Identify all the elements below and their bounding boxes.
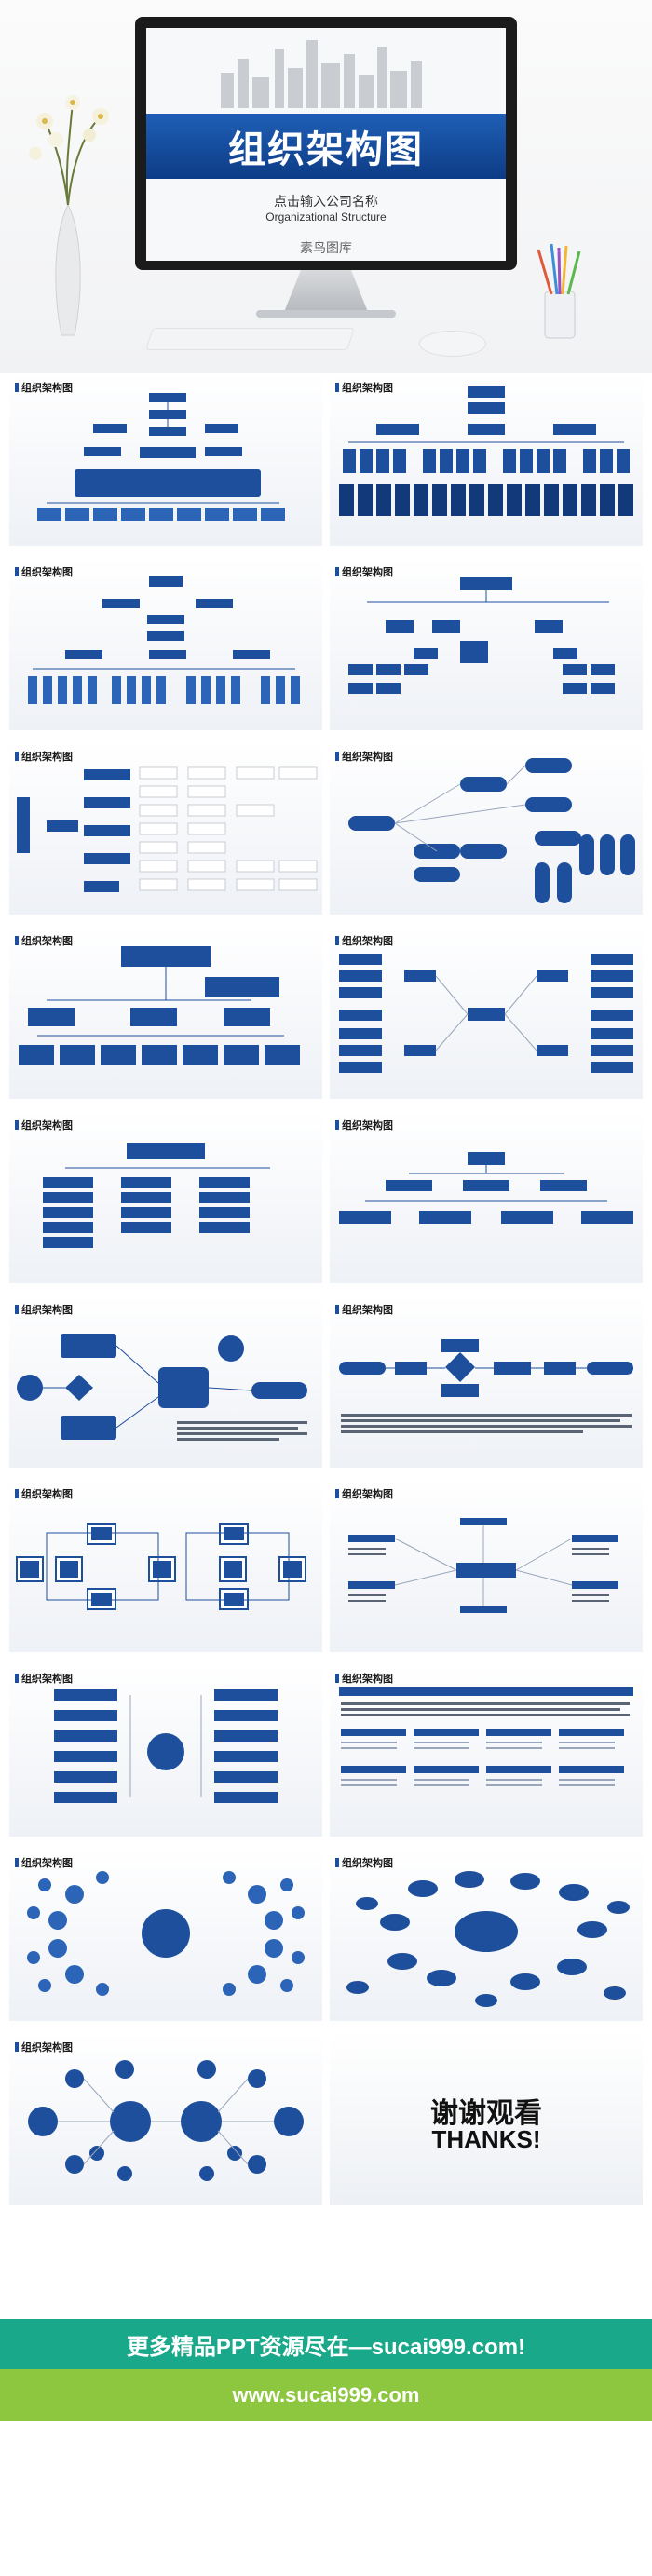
promo-url-banner[interactable]: www.sucai999.com <box>0 2369 652 2421</box>
org-chart-diagram <box>37 393 285 521</box>
slide-title: 组织架构图 <box>335 1486 393 1501</box>
slide-title: 组织架构图 <box>15 1118 73 1132</box>
slide-thumbnail[interactable]: 组织架构图 <box>9 373 322 546</box>
slide-thumbnail[interactable]: 组织架构图 <box>9 741 322 915</box>
slide-thumbnail[interactable]: 组织架构图 <box>330 741 643 915</box>
slide-title: 组织架构图 <box>335 380 393 395</box>
thanks-title-cn: 谢谢观看 <box>430 2098 542 2129</box>
org-chart-diagram <box>339 386 633 516</box>
slide-thumbnail[interactable]: 组织架构图 <box>330 1848 643 2021</box>
org-chart-diagram <box>339 1687 633 1786</box>
slide-title: 组织架构图 <box>335 933 393 948</box>
org-chart-diagram <box>339 1152 633 1224</box>
cover-hero: 组织架构图 点击输入公司名称 Organizational Structure … <box>0 0 652 373</box>
slide-title: 组织架构图 <box>15 564 73 579</box>
thanks-slide[interactable]: 谢谢观看 THANKS! <box>330 2032 643 2205</box>
monitor-frame: 组织架构图 点击输入公司名称 Organizational Structure … <box>135 17 517 270</box>
org-chart-diagram <box>348 577 615 694</box>
slide-thumbnail[interactable]: 组织架构图 <box>9 1110 322 1283</box>
org-chart-diagram <box>19 946 300 1065</box>
thanks-title-en: THANKS! <box>431 2125 541 2153</box>
slide-title: 组织架构图 <box>335 1302 393 1317</box>
monitor-screen: 组织架构图 点击输入公司名称 Organizational Structure … <box>146 28 506 261</box>
cover-banner: 组织架构图 <box>146 114 506 179</box>
cover-credit: 素鸟图库 <box>300 241 352 256</box>
mouse-illustration <box>419 331 486 357</box>
slide-thumbnail[interactable]: 组织架构图 <box>9 2032 322 2205</box>
slide-thumbnail[interactable]: 组织架构图 <box>9 1295 322 1468</box>
slide-title: 组织架构图 <box>15 380 73 395</box>
slide-title: 组织架构图 <box>15 1671 73 1686</box>
slide-thumbnail[interactable]: 组织架构图 <box>9 557 322 730</box>
slide-title: 组织架构图 <box>15 749 73 764</box>
org-chart-diagram <box>27 1871 305 1996</box>
slide-thumbnail[interactable]: 组织架构图 <box>330 1295 643 1468</box>
cover-subtitle-en: Organizational Structure <box>265 210 387 224</box>
org-chart-diagram <box>16 1523 306 1610</box>
org-chart-diagram <box>43 1143 270 1248</box>
footer-whitespace <box>0 2421 652 2576</box>
slide-title: 组织架构图 <box>15 1302 73 1317</box>
monitor-stand <box>284 270 368 312</box>
org-chart-diagram <box>17 1334 307 1441</box>
org-chart-diagram <box>348 1518 618 1613</box>
slide-title: 组织架构图 <box>15 933 73 948</box>
slide-title: 组织架构图 <box>335 1671 393 1686</box>
slide-thumbnail[interactable]: 组织架构图 <box>330 373 643 546</box>
slide-title: 组织架构图 <box>15 2040 73 2054</box>
org-chart-diagram <box>28 2060 304 2181</box>
slide-thumbnail[interactable]: 组织架构图 <box>9 1479 322 1652</box>
slide-thumbnail[interactable]: 组织架构图 <box>330 1663 643 1837</box>
slide-title: 组织架构图 <box>335 749 393 764</box>
org-chart-diagram <box>28 576 300 704</box>
cover-subtitle-cn: 点击输入公司名称 <box>274 194 378 209</box>
keyboard-illustration <box>145 328 355 350</box>
flower-vase-illustration <box>29 95 109 336</box>
cover-title: 组织架构图 <box>228 129 424 170</box>
slide-thumbnail[interactable]: 组织架构图 <box>9 1663 322 1837</box>
slide-title: 组织架构图 <box>335 1118 393 1132</box>
slide-thumbnail[interactable]: 组织架构图 <box>330 1110 643 1283</box>
org-chart-diagram <box>17 766 318 892</box>
slide-title: 组织架构图 <box>15 1855 73 1870</box>
slide-thumbnail[interactable]: 组织架构图 <box>330 926 643 1099</box>
promo-banner-text: 更多精品PPT资源尽在—sucai999.com! <box>126 2334 526 2360</box>
org-chart-diagram <box>339 954 633 1073</box>
promo-url-text: www.sucai999.com <box>232 2383 420 2407</box>
pencil-cup-illustration <box>537 243 581 339</box>
slide-title: 组织架构图 <box>15 1486 73 1501</box>
org-chart-diagram <box>339 1339 633 1433</box>
promo-banner[interactable]: 更多精品PPT资源尽在—sucai999.com! <box>0 2319 652 2369</box>
slide-thumbnail[interactable]: 组织架构图 <box>330 557 643 730</box>
org-chart-diagram <box>54 1689 278 1803</box>
slide-thumbnail[interactable]: 组织架构图 <box>330 1479 643 1652</box>
city-skyline-illustration <box>221 40 422 108</box>
monitor-base <box>256 310 396 318</box>
slide-title: 组织架构图 <box>335 564 393 579</box>
slide-thumbnail[interactable]: 组织架构图 <box>9 1848 322 2021</box>
slide-thumbnail[interactable]: 组织架构图 <box>9 926 322 1099</box>
slide-title: 组织架构图 <box>335 1855 393 1870</box>
org-chart-diagram <box>348 758 635 903</box>
org-chart-diagram <box>346 1871 630 2007</box>
